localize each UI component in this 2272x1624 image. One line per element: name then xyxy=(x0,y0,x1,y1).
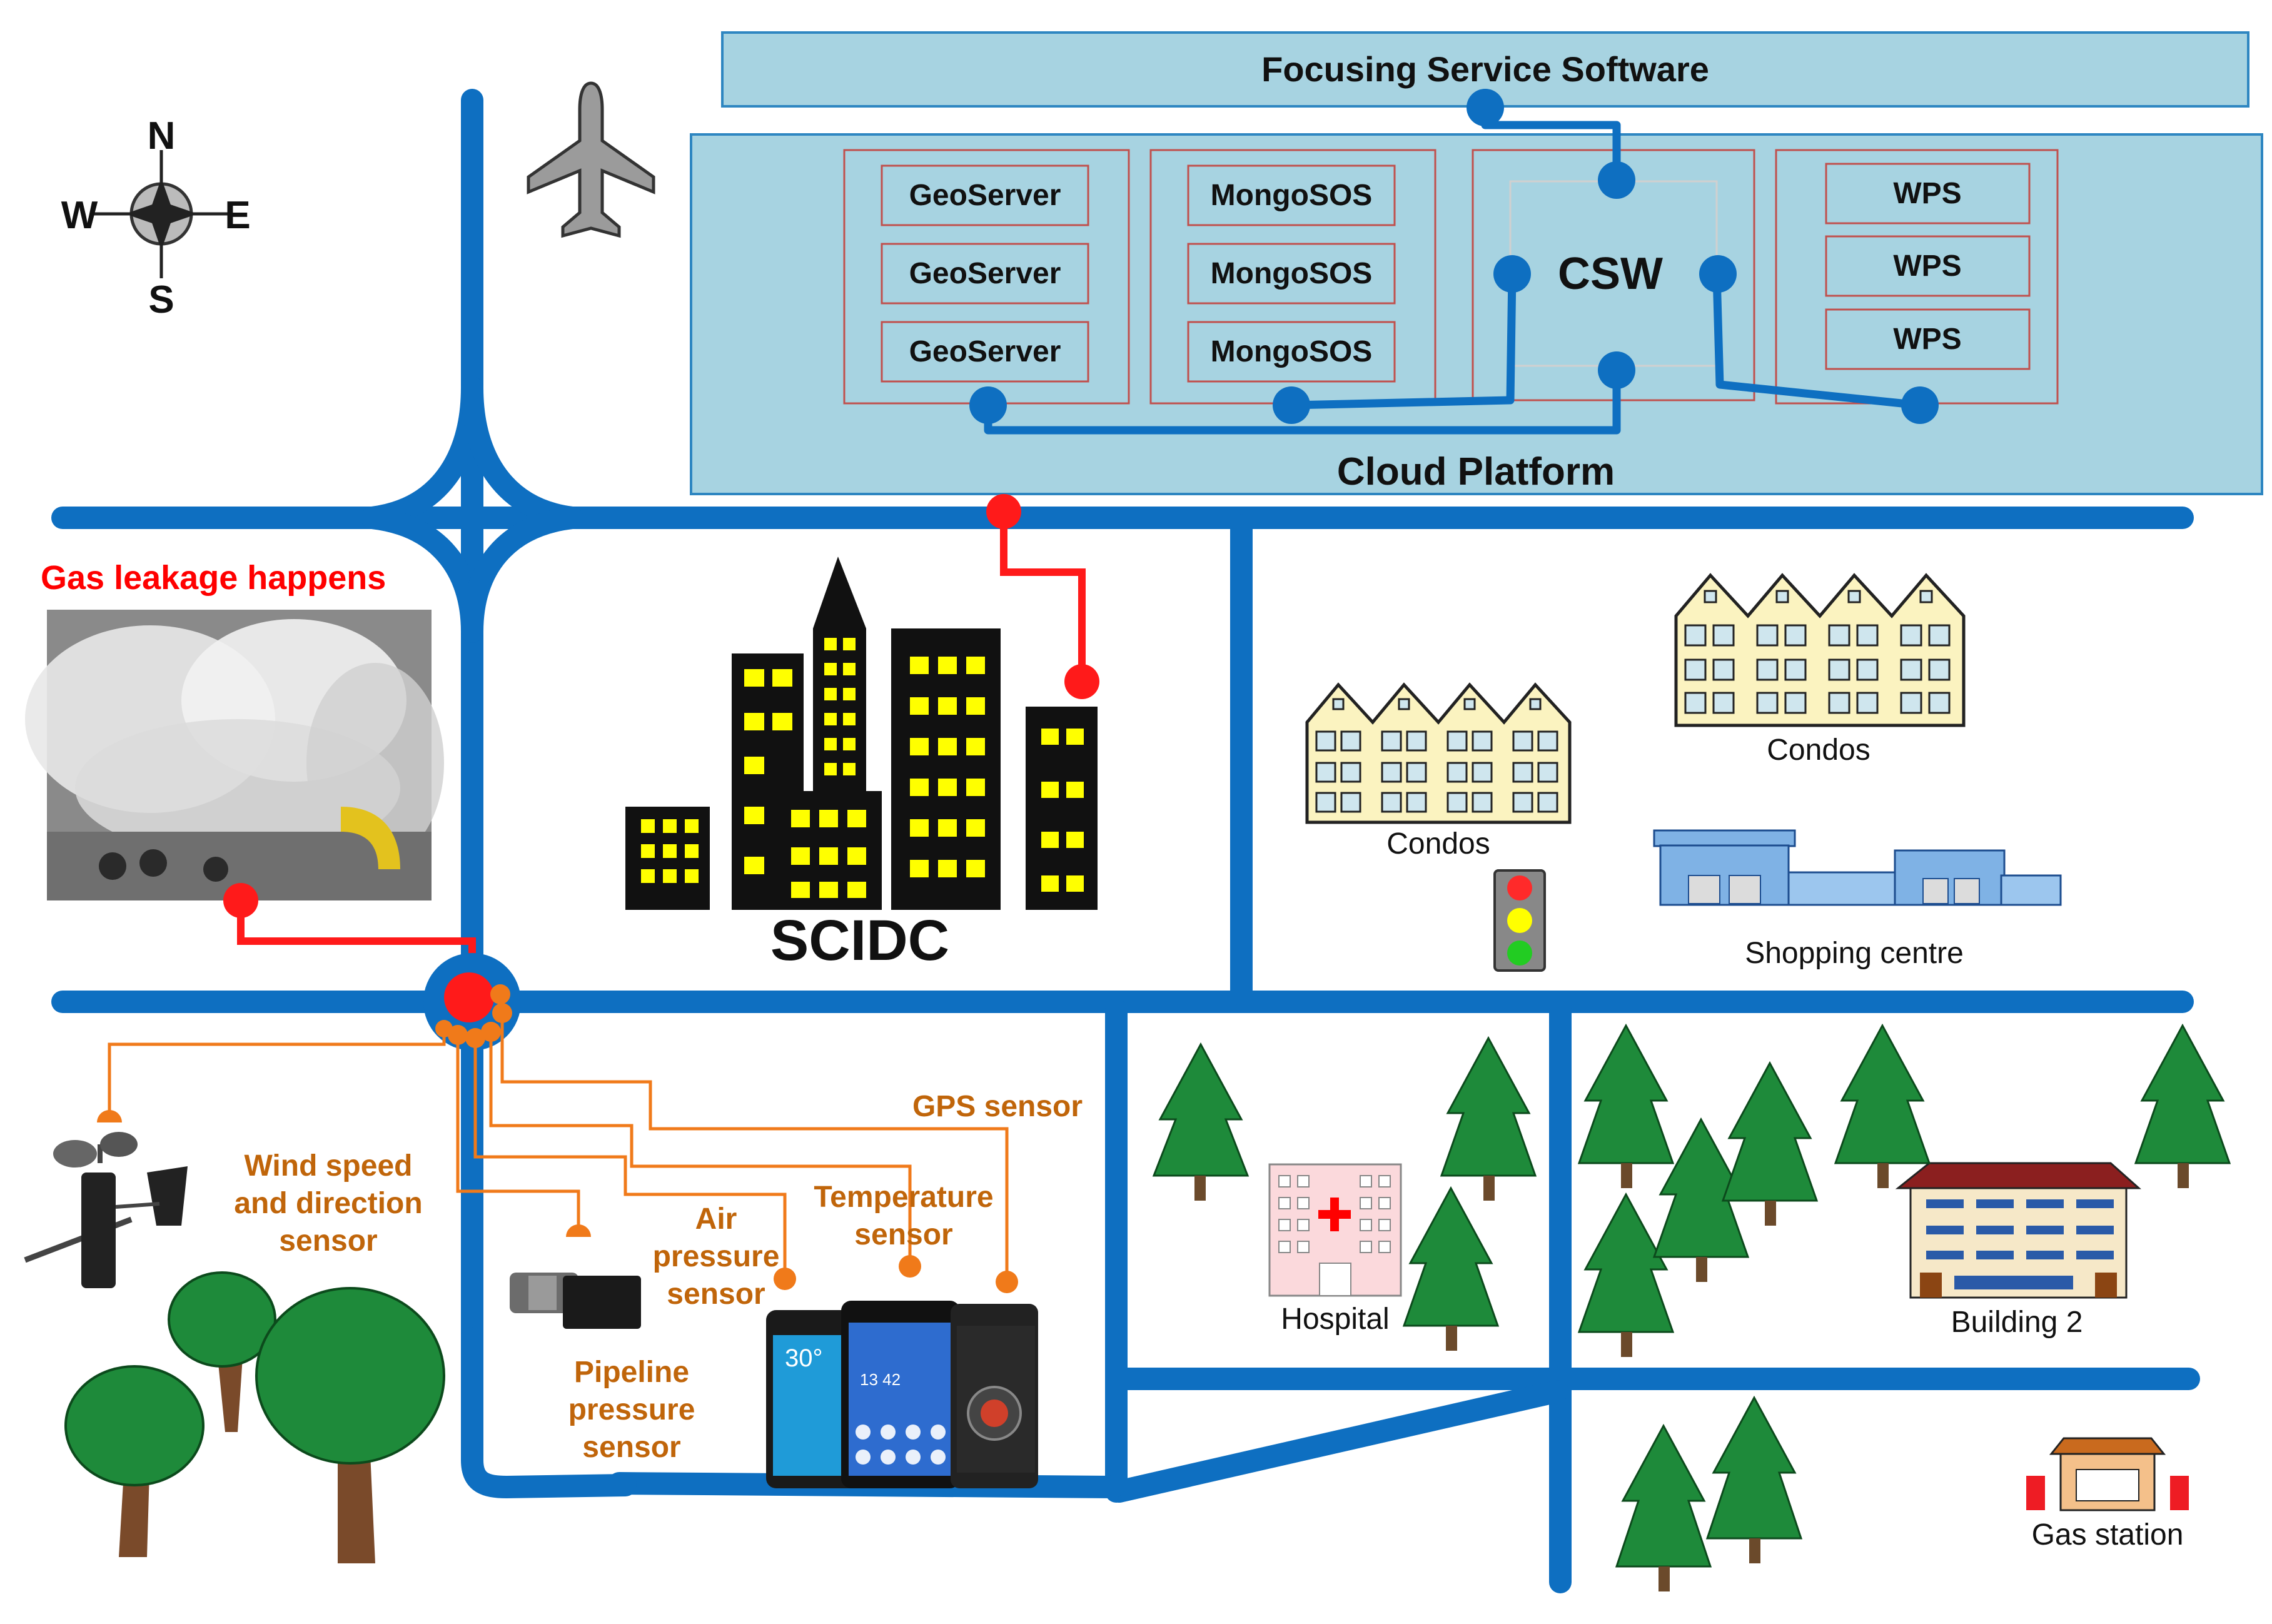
wps-label-2: WPS xyxy=(1893,250,1961,283)
compass-north: N xyxy=(148,114,176,158)
mongosos-label-3: MongoSOS xyxy=(1211,335,1373,368)
pine-tree xyxy=(1402,1186,1500,1351)
geoserver-label-2: GeoServer xyxy=(909,257,1061,290)
round-tree xyxy=(255,1287,445,1563)
mongosos-box-2 xyxy=(1187,243,1396,305)
pine-tree xyxy=(1577,1023,1675,1188)
wind-sensor-label-2: and direction xyxy=(234,1187,422,1220)
airplane-icon xyxy=(527,81,655,238)
geoserver-box-2 xyxy=(881,243,1089,305)
pipeline-sensor-label-2: pressure xyxy=(568,1393,695,1426)
mongosos-label-2: MongoSOS xyxy=(1211,257,1373,290)
cloud-platform-title: Cloud Platform xyxy=(1337,450,1615,493)
compass-south: S xyxy=(148,278,174,321)
mongosos-label-1: MongoSOS xyxy=(1211,179,1373,212)
geoserver-box-3 xyxy=(881,321,1089,383)
condos-right: Condos xyxy=(1674,573,1966,767)
phone-temperature: 30° xyxy=(785,1344,823,1372)
condos-left: Condos xyxy=(1305,682,1572,860)
temperature-sensor-label-2: sensor xyxy=(854,1218,952,1251)
hospital: Hospital xyxy=(1268,1163,1402,1336)
gas-leak-photo xyxy=(25,610,444,900)
pipeline-sensor-label-1: Pipeline xyxy=(574,1356,689,1389)
geoserver-box-1 xyxy=(881,164,1089,226)
building-2: Building 2 xyxy=(1895,1162,2141,1339)
gas-station: Gas station xyxy=(2026,1437,2189,1551)
pine-tree xyxy=(1615,1423,1712,1591)
hospital-label: Hospital xyxy=(1281,1303,1389,1336)
smartphones-icon: 30° 13 42 xyxy=(766,1301,1038,1488)
pine-tree xyxy=(1834,1023,1931,1188)
pipeline-pressure-sensor-icon xyxy=(510,1273,641,1329)
wps-box-1 xyxy=(1825,163,2031,224)
pine-tree xyxy=(1721,1061,1819,1226)
pine-tree xyxy=(1577,1192,1675,1357)
wind-sensor-label-1: Wind speed xyxy=(245,1149,413,1183)
anemometer-icon xyxy=(24,1132,188,1288)
building-2-label: Building 2 xyxy=(1951,1306,2083,1339)
shopping-centre-label: Shopping centre xyxy=(1745,937,1964,970)
scidc-buildings: SCIDC xyxy=(625,494,1099,972)
gas-leak-label: Gas leakage happens xyxy=(41,559,386,597)
gas-station-label: Gas station xyxy=(2032,1518,2184,1551)
shopping-centre: Shopping centre xyxy=(1653,829,2062,970)
focusing-service-title: Focusing Service Software xyxy=(1261,49,1709,89)
sensor-links xyxy=(108,1016,1009,1282)
sensor-link-ends xyxy=(97,1110,1018,1293)
air-sensor-label-1: Air xyxy=(695,1203,737,1236)
phone-time: 13 42 xyxy=(860,1370,901,1389)
cloud-link-nodes xyxy=(969,89,1939,424)
condos-right-label: Condos xyxy=(1767,734,1870,767)
compass-east: E xyxy=(225,194,250,237)
road-network xyxy=(51,89,2200,1593)
scidc-label: SCIDC xyxy=(770,909,949,972)
wps-label-3: WPS xyxy=(1893,323,1961,356)
deciduous-trees xyxy=(64,1271,445,1563)
sensor-labels: Wind speed and direction sensor Air pres… xyxy=(234,1090,1083,1464)
temperature-sensor-label-1: Temperature xyxy=(814,1181,993,1214)
pine-trees xyxy=(1152,1023,2231,1591)
wps-box-2 xyxy=(1825,235,2031,297)
mongosos-box-3 xyxy=(1187,321,1396,383)
road-segment-curve xyxy=(461,1327,637,1499)
gps-sensor-label: GPS sensor xyxy=(912,1090,1083,1123)
pipeline-sensor-label-3: sensor xyxy=(582,1431,680,1464)
wps-box-3 xyxy=(1825,308,2031,370)
pine-tree xyxy=(1152,1042,1250,1201)
csw-label: CSW xyxy=(1558,249,1663,299)
cloud-section: Focusing Service Software Cloud Platform… xyxy=(690,31,2263,495)
air-sensor-label-2: pressure xyxy=(653,1240,780,1273)
pine-tree xyxy=(1440,1036,1537,1201)
traffic-light-icon xyxy=(1493,869,1546,972)
geoserver-label-1: GeoServer xyxy=(909,179,1061,212)
pine-tree xyxy=(1705,1395,1803,1563)
pine-tree xyxy=(2134,1023,2231,1188)
sensor-junction-node xyxy=(423,953,521,1051)
condos-left-label: Condos xyxy=(1386,827,1490,860)
round-tree xyxy=(168,1271,276,1432)
mongosos-box-1 xyxy=(1187,164,1396,226)
wind-sensor-label-3: sensor xyxy=(279,1224,377,1258)
pine-tree xyxy=(1652,1117,1750,1282)
air-sensor-label-3: sensor xyxy=(667,1278,765,1311)
wps-label-1: WPS xyxy=(1893,177,1961,210)
compass-west: W xyxy=(61,194,98,237)
round-tree xyxy=(64,1365,204,1557)
compass: N S W E xyxy=(61,114,251,321)
geoserver-label-3: GeoServer xyxy=(909,335,1061,368)
